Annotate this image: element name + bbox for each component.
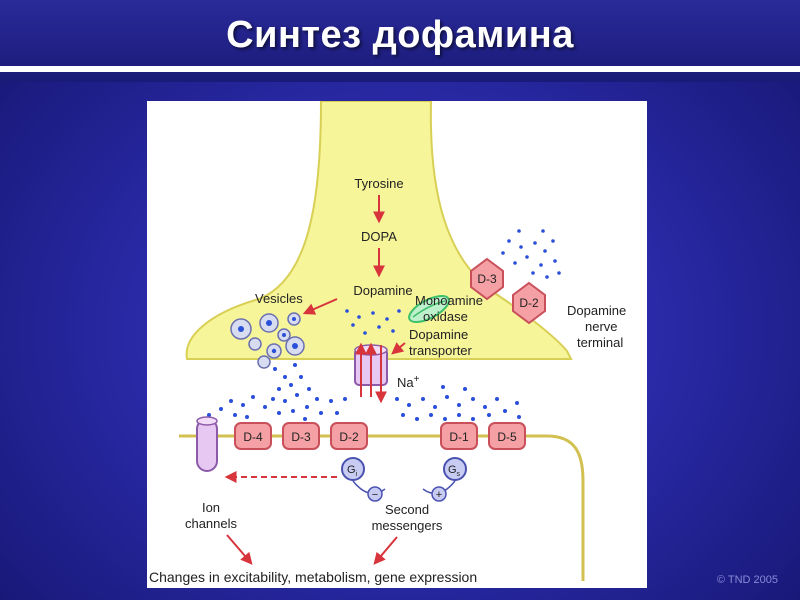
svg-text:D-3: D-3: [291, 430, 311, 444]
vesicle-dots: [238, 317, 298, 354]
svg-text:+: +: [436, 489, 442, 501]
postsynaptic-receptor-d5: D-5: [488, 422, 526, 450]
vesicles-arrow: [302, 298, 338, 315]
vesicles-label: Vesicles: [255, 291, 303, 306]
svg-text:D-2: D-2: [339, 430, 359, 444]
mao-inner-line: [412, 300, 446, 318]
ion-channels-line1: Ion: [202, 500, 220, 515]
transporter-label-line2: transporter: [409, 343, 473, 358]
terminal-label-line3: terminal: [577, 335, 623, 350]
postsynaptic-receptor-d4: D-4: [234, 422, 272, 450]
ion-channel-top: [196, 416, 218, 426]
dopamine-molecules-cleft: [207, 363, 521, 421]
terminal-label-line1: Dopamine: [567, 303, 626, 318]
effects-label: Changes in excitability, metabolism, gen…: [149, 569, 477, 585]
svg-text:D-2: D-2: [519, 296, 539, 310]
svg-text:Gs: Gs: [448, 464, 461, 478]
dopa-label: DOPA: [361, 229, 397, 244]
transporter-label-line1: Dopamine: [409, 327, 468, 342]
plus-sign: +: [431, 486, 447, 502]
svg-text:D-3: D-3: [477, 272, 497, 286]
svg-text:Gi: Gi: [347, 464, 358, 478]
ion-channel: [196, 418, 218, 472]
dopamine-label: Dopamine: [353, 283, 412, 298]
dopamine-molecules-extracellular: [501, 229, 561, 279]
svg-text:D-5: D-5: [497, 430, 517, 444]
ion-channels-line2: channels: [185, 516, 238, 531]
svg-text:D-1: D-1: [449, 430, 469, 444]
tyrosine-label: Tyrosine: [354, 176, 403, 191]
transporter-pointer: [391, 342, 406, 355]
arrow-messengers-to-effects: [373, 536, 398, 565]
g-protein-inhibitory: Gi: [341, 457, 365, 481]
postsynaptic-receptor-d1: D-1: [440, 422, 478, 450]
mao-label-line2: oxidase: [423, 309, 468, 324]
nerve-terminal-shape: [185, 101, 573, 360]
minus-sign: −: [367, 486, 383, 502]
svg-text:D-4: D-4: [243, 430, 263, 444]
presynaptic-receptor-d2: D-2: [512, 281, 546, 325]
slide-title: Синтез дофамина: [226, 14, 574, 56]
sodium-label: Na+: [397, 374, 420, 390]
mao-label-line1: Monoamine: [415, 293, 483, 308]
arrow-ion-to-effects: [226, 534, 253, 565]
diagram-panel: Tyrosine DOPA Dopamine Vesicles Monoamin…: [147, 101, 647, 588]
postsynaptic-receptor-d2: D-2: [330, 422, 368, 450]
terminal-label-line2: nerve: [585, 319, 618, 334]
second-messengers-line2: messengers: [372, 518, 443, 533]
svg-text:−: −: [372, 489, 378, 501]
copyright-notice: © TND 2005: [716, 574, 778, 586]
postsynaptic-receptor-d3: D-3: [282, 422, 320, 450]
title-underline: [0, 66, 800, 72]
g-protein-stimulatory: Gs: [443, 457, 467, 481]
second-messengers-line1: Second: [385, 502, 429, 517]
dopamine-synapse-diagram: Tyrosine DOPA Dopamine Vesicles Monoamin…: [149, 101, 626, 585]
postsynaptic-membrane: [179, 434, 585, 581]
presynaptic-receptor-d3: D-3: [470, 257, 504, 301]
dopamine-molecules-terminal: [345, 309, 401, 335]
